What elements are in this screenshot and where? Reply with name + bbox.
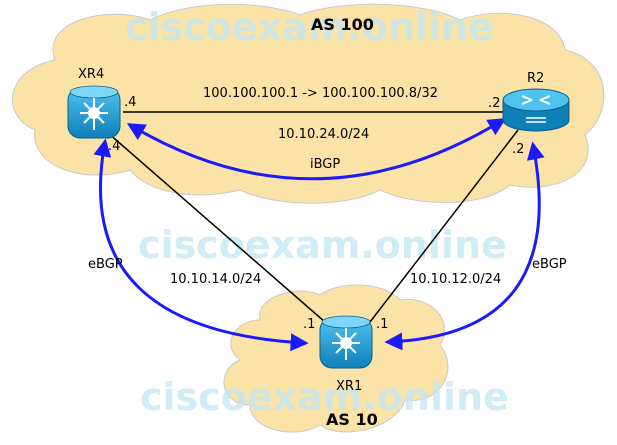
ebgp-right-label: eBGP <box>532 257 567 272</box>
as100-label: AS 100 <box>311 15 374 34</box>
ebgp-left-session-arrow <box>93 138 309 352</box>
r2-if-to-xr1: .2 <box>512 142 524 157</box>
xr4-if-to-r2: .4 <box>124 95 136 110</box>
subnet-12-label: 10.10.12.0/24 <box>410 272 501 287</box>
router-xr-icon <box>67 85 121 139</box>
router-xr4[interactable]: XR4 <box>67 67 121 139</box>
watermark-top: ciscoexam.online <box>125 5 494 49</box>
watermark-middle: ciscoexam.online <box>138 223 507 267</box>
as10-label: AS 10 <box>326 410 378 429</box>
router-xr1-label: XR1 <box>336 379 362 394</box>
route-label: 100.100.100.1 -> 100.100.100.8/32 <box>203 86 438 101</box>
subnet-14-label: 10.10.14.0/24 <box>170 272 261 287</box>
router-icon <box>502 88 570 132</box>
ibgp-label: iBGP <box>310 157 340 172</box>
ebgp-right-session-arrow <box>384 141 545 351</box>
ebgp-left-label: eBGP <box>88 257 123 272</box>
router-r2[interactable]: R2 <box>502 71 570 132</box>
router-xr-icon <box>319 315 373 369</box>
subnet-24-label: 10.10.24.0/24 <box>278 127 369 142</box>
xr4-if-to-xr1: .4 <box>108 139 120 154</box>
router-xr4-label: XR4 <box>78 67 104 82</box>
xr1-if-to-r2: .1 <box>376 317 388 332</box>
watermark-bottom: ciscoexam.online <box>140 375 509 419</box>
r2-if-to-xr4: .2 <box>488 96 500 111</box>
xr1-if-to-xr4: .1 <box>303 317 315 332</box>
router-xr1[interactable]: XR1 <box>319 315 373 394</box>
router-r2-label: R2 <box>527 71 544 86</box>
